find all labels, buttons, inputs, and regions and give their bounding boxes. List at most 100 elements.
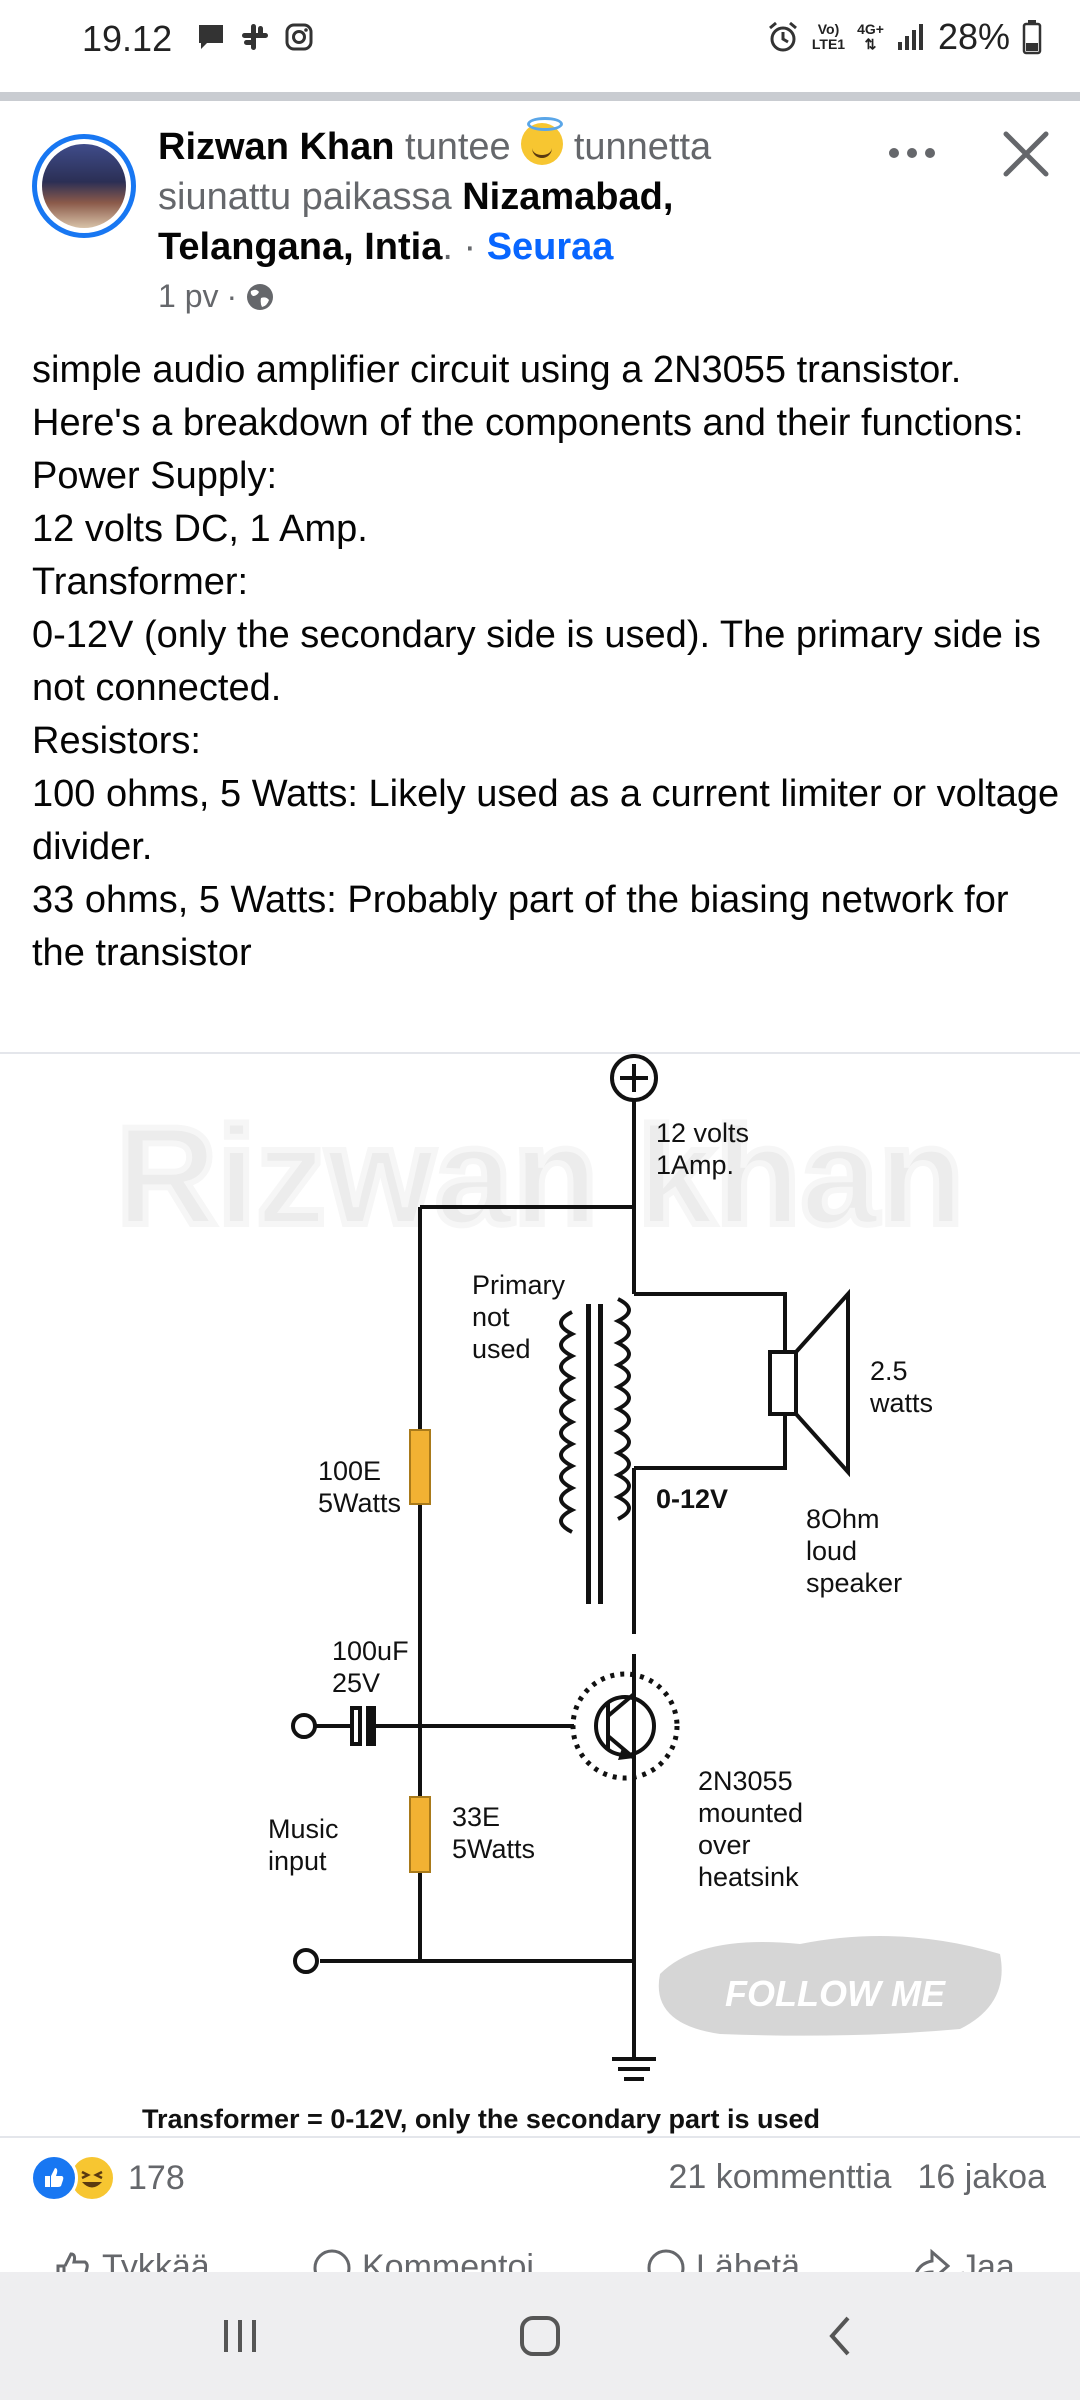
speaker-label-3: speaker [806, 1568, 902, 1598]
post-line: 33 ohms, 5 Watts: Probably part of the b… [32, 879, 1009, 974]
cap-label: 100uF [332, 1636, 409, 1666]
like-button[interactable]: Tykkää [52, 2248, 210, 2272]
close-icon [1003, 131, 1049, 177]
input-label-2: input [268, 1846, 327, 1876]
post-time[interactable]: 1 pv [158, 278, 219, 314]
diagram-caption: Transformer = 0-12V, only the secondary … [142, 2104, 820, 2134]
slack-icon [242, 24, 268, 50]
supply-label-2: 1Amp. [656, 1150, 734, 1180]
circuit-diagram-image[interactable]: Rizwan khan [0, 1054, 1080, 2136]
share-button[interactable]: Jaa [910, 2248, 1015, 2272]
r2-label: 33E [452, 1802, 500, 1832]
thumbs-up-icon [56, 2252, 89, 2272]
more-dots-icon [889, 148, 935, 158]
like-label: Tykkää [102, 2248, 210, 2272]
follow-button[interactable]: Seuraa [486, 226, 614, 268]
post-stats: 21 kommenttia 16 jakoa [668, 2158, 1046, 2197]
transistor-label-4: heatsink [698, 1862, 799, 1892]
shares-count[interactable]: 16 jakoa [917, 2158, 1046, 2196]
ground-input-terminal [293, 1948, 319, 1974]
post-line: simple audio amplifier circuit using a 2… [32, 349, 1024, 444]
speaker-symbol [768, 1288, 850, 1478]
like-reaction-icon [30, 2154, 78, 2202]
chat-bubble-icon [199, 25, 223, 49]
speaker-watts-label-2: watts [869, 1388, 933, 1418]
secondary-coil [613, 1297, 631, 1521]
battery-percent: 28% [937, 16, 1010, 57]
primary-coil [559, 1310, 577, 1534]
author-name[interactable]: Rizwan Khan [158, 126, 395, 168]
comment-icon [313, 2249, 351, 2272]
reaction-count: 178 [128, 2158, 185, 2197]
transistor-label: 2N3055 [698, 1766, 793, 1796]
battery-icon [1022, 20, 1042, 55]
navigation-bar [0, 2272, 1080, 2400]
send-label: Lähetä [696, 2248, 800, 2272]
primary-label-3: used [472, 1334, 531, 1364]
globe-icon [247, 283, 274, 310]
action-bar: Tykkää Kommentoi Lähetä Jaa [0, 2248, 1080, 2272]
close-button[interactable] [998, 126, 1054, 182]
r1-label-2: 5Watts [318, 1488, 401, 1518]
post-line: 12 volts DC, 1 Amp. [32, 508, 368, 550]
instagram-icon [285, 23, 313, 51]
comments-count[interactable]: 21 kommenttia [668, 2158, 892, 2196]
location-link[interactable]: Nizamabad, Telangana, Intia [158, 176, 674, 268]
post-line: Transformer: [32, 561, 249, 603]
recent-apps-button[interactable] [210, 2306, 270, 2366]
home-icon [520, 2316, 560, 2356]
comment-label: Kommentoi [362, 2248, 534, 2272]
avatar-photo [42, 144, 126, 228]
r2-label-2: 5Watts [452, 1834, 535, 1864]
supply-label: 12 volts [656, 1118, 749, 1148]
transformer-core [586, 1304, 591, 1604]
capacitor [350, 1706, 376, 1746]
post-text: simple audio amplifier circuit using a 2… [32, 344, 1062, 980]
blessed-emoji-icon [521, 117, 564, 165]
system-icons: Vo) LTE1 4G+ ⇅ 28% [766, 16, 1042, 58]
post-line: Power Supply: [32, 455, 278, 497]
input-label: Music [268, 1814, 339, 1844]
transistor-2n3055 [570, 1671, 680, 1781]
resistor-33e [409, 1796, 431, 1873]
cap-label-2: 25V [332, 1668, 380, 1698]
location-prefix: paikassa [301, 176, 452, 218]
meta-separator: · [226, 278, 238, 314]
speaker-label: 8Ohm [806, 1504, 880, 1534]
image-top-divider [0, 1052, 1080, 1054]
signal-icon [897, 24, 923, 50]
feeling-prefix: tuntee [405, 126, 511, 168]
r1-label: 100E [318, 1456, 381, 1486]
primary-label: Primary [472, 1270, 565, 1300]
network-indicator: 4G+ ⇅ [857, 21, 884, 52]
follow-me-stamp: FOLLOW ME [658, 1936, 1002, 2036]
feeling-text: tunnetta siunattu [158, 126, 712, 218]
follow-me-text: FOLLOW ME [725, 1973, 946, 2014]
alarm-icon [768, 21, 797, 52]
home-button[interactable] [510, 2306, 570, 2366]
post-line: 100 ohms, 5 Watts: Likely used as a curr… [32, 773, 1060, 868]
status-bar: 19.12 Vo) LTE1 4G+ ⇅ [0, 0, 1080, 80]
more-options-button[interactable] [880, 128, 944, 178]
top-divider [0, 92, 1080, 101]
send-button[interactable]: Lähetä [646, 2248, 800, 2272]
share-icon [915, 2248, 950, 2272]
volte-indicator: Vo) LTE1 [811, 21, 846, 52]
transistor-label-2: mounted [698, 1798, 803, 1828]
transistor-label-3: over [698, 1830, 751, 1860]
primary-label-2: not [472, 1302, 510, 1332]
share-label: Jaa [960, 2248, 1015, 2272]
speaker-watts-label: 2.5 [870, 1356, 908, 1386]
notification-icons [196, 22, 314, 52]
messenger-icon [647, 2249, 685, 2272]
location-suffix: . · [442, 226, 487, 268]
back-chevron-icon [829, 2316, 850, 2356]
author-avatar[interactable] [32, 134, 136, 238]
post-header: Rizwan Khan tuntee tunnetta siunattu pai… [158, 117, 798, 272]
comment-button[interactable]: Kommentoi [312, 2248, 534, 2272]
post-line: 0-12V (only the secondary side is used).… [32, 614, 1041, 709]
back-button[interactable] [812, 2306, 872, 2366]
ground-symbol [612, 2057, 656, 2081]
reactions-summary[interactable]: 178 [30, 2154, 185, 2202]
post-line: Resistors: [32, 720, 201, 762]
